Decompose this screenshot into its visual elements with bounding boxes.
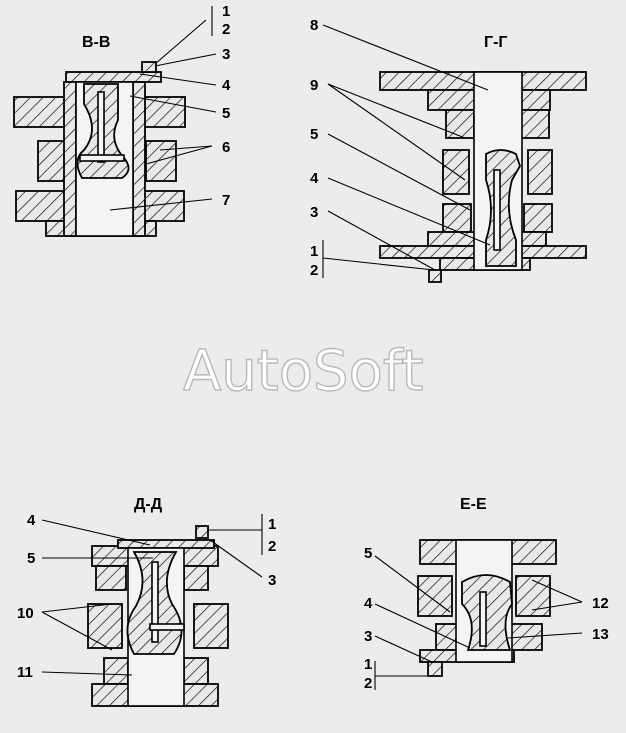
screw-head	[195, 525, 209, 539]
callout-12: 12	[592, 595, 609, 612]
callout-2: 2	[310, 262, 318, 279]
callout-11: 11	[17, 664, 33, 681]
callout-8: 8	[310, 17, 318, 34]
section-title-dd: Д-Д	[134, 496, 163, 513]
pin-cross-channel	[149, 623, 185, 631]
upper-collar-right	[520, 109, 550, 139]
lower-block-right	[183, 657, 209, 685]
right-column	[132, 81, 146, 237]
pin-cross-channel	[79, 154, 125, 162]
callout-4: 4	[364, 595, 373, 612]
callout-1: 1	[310, 243, 318, 260]
callout-4: 4	[310, 170, 319, 187]
callout-7: 7	[222, 192, 230, 209]
callout-4: 4	[222, 77, 231, 94]
callout-9: 9	[310, 77, 318, 94]
side-block-right	[183, 565, 209, 591]
left-bushing	[37, 140, 69, 182]
callout-3: 3	[310, 204, 318, 221]
mid-block-left	[442, 149, 470, 195]
section-view-vv: В-В 1 2 3 4 5 6 7	[13, 3, 231, 237]
callout-1: 1	[268, 516, 276, 533]
callout-3: 3	[364, 628, 372, 645]
callout-6: 6	[222, 139, 230, 156]
callout-5: 5	[27, 550, 35, 567]
screw-head	[141, 61, 157, 73]
section-title-gg: Г-Г	[484, 34, 507, 51]
section-view-gg: Г-Г 8 9 5 4 3 1 2	[310, 17, 587, 283]
cover-plate	[65, 71, 162, 83]
callout-3: 3	[268, 572, 276, 589]
callout-1: 1	[222, 3, 230, 20]
screw-head	[428, 269, 442, 283]
lower-block-right	[523, 203, 553, 233]
callout-2: 2	[268, 538, 276, 555]
mid-bushing-right	[193, 603, 229, 649]
section-view-ee: Е-Е 5 4 12 13 3 1 2	[364, 496, 609, 692]
lower-block-left	[103, 657, 129, 685]
callout-4: 4	[27, 512, 36, 529]
mid-bushing-left	[87, 603, 123, 649]
callout-13: 13	[592, 626, 609, 643]
callout-1: 1	[364, 656, 372, 673]
callout-5: 5	[222, 105, 230, 122]
watermark: AutoSoft	[183, 339, 424, 404]
pin-channel	[493, 169, 501, 251]
section-title-ee: Е-Е	[460, 496, 487, 513]
pin-channel	[479, 591, 487, 647]
pin-channel	[151, 561, 159, 643]
mid-block-right	[527, 149, 553, 195]
section-view-dd: Д-Д 4 1 5 2 3 10 11	[17, 496, 276, 707]
callout-5: 5	[310, 126, 318, 143]
callout-2: 2	[222, 21, 230, 38]
pin-channel	[97, 91, 105, 163]
side-block-left	[95, 565, 127, 591]
screw-head	[427, 661, 443, 677]
left-column	[63, 81, 77, 237]
section-title-vv: В-В	[82, 34, 110, 51]
callout-10: 10	[17, 605, 34, 622]
callout-2: 2	[364, 675, 372, 692]
callout-3: 3	[222, 46, 230, 63]
right-bushing	[145, 140, 177, 182]
callout-5: 5	[364, 545, 372, 562]
locking-pin	[461, 574, 513, 651]
upper-collar-left	[445, 109, 475, 139]
